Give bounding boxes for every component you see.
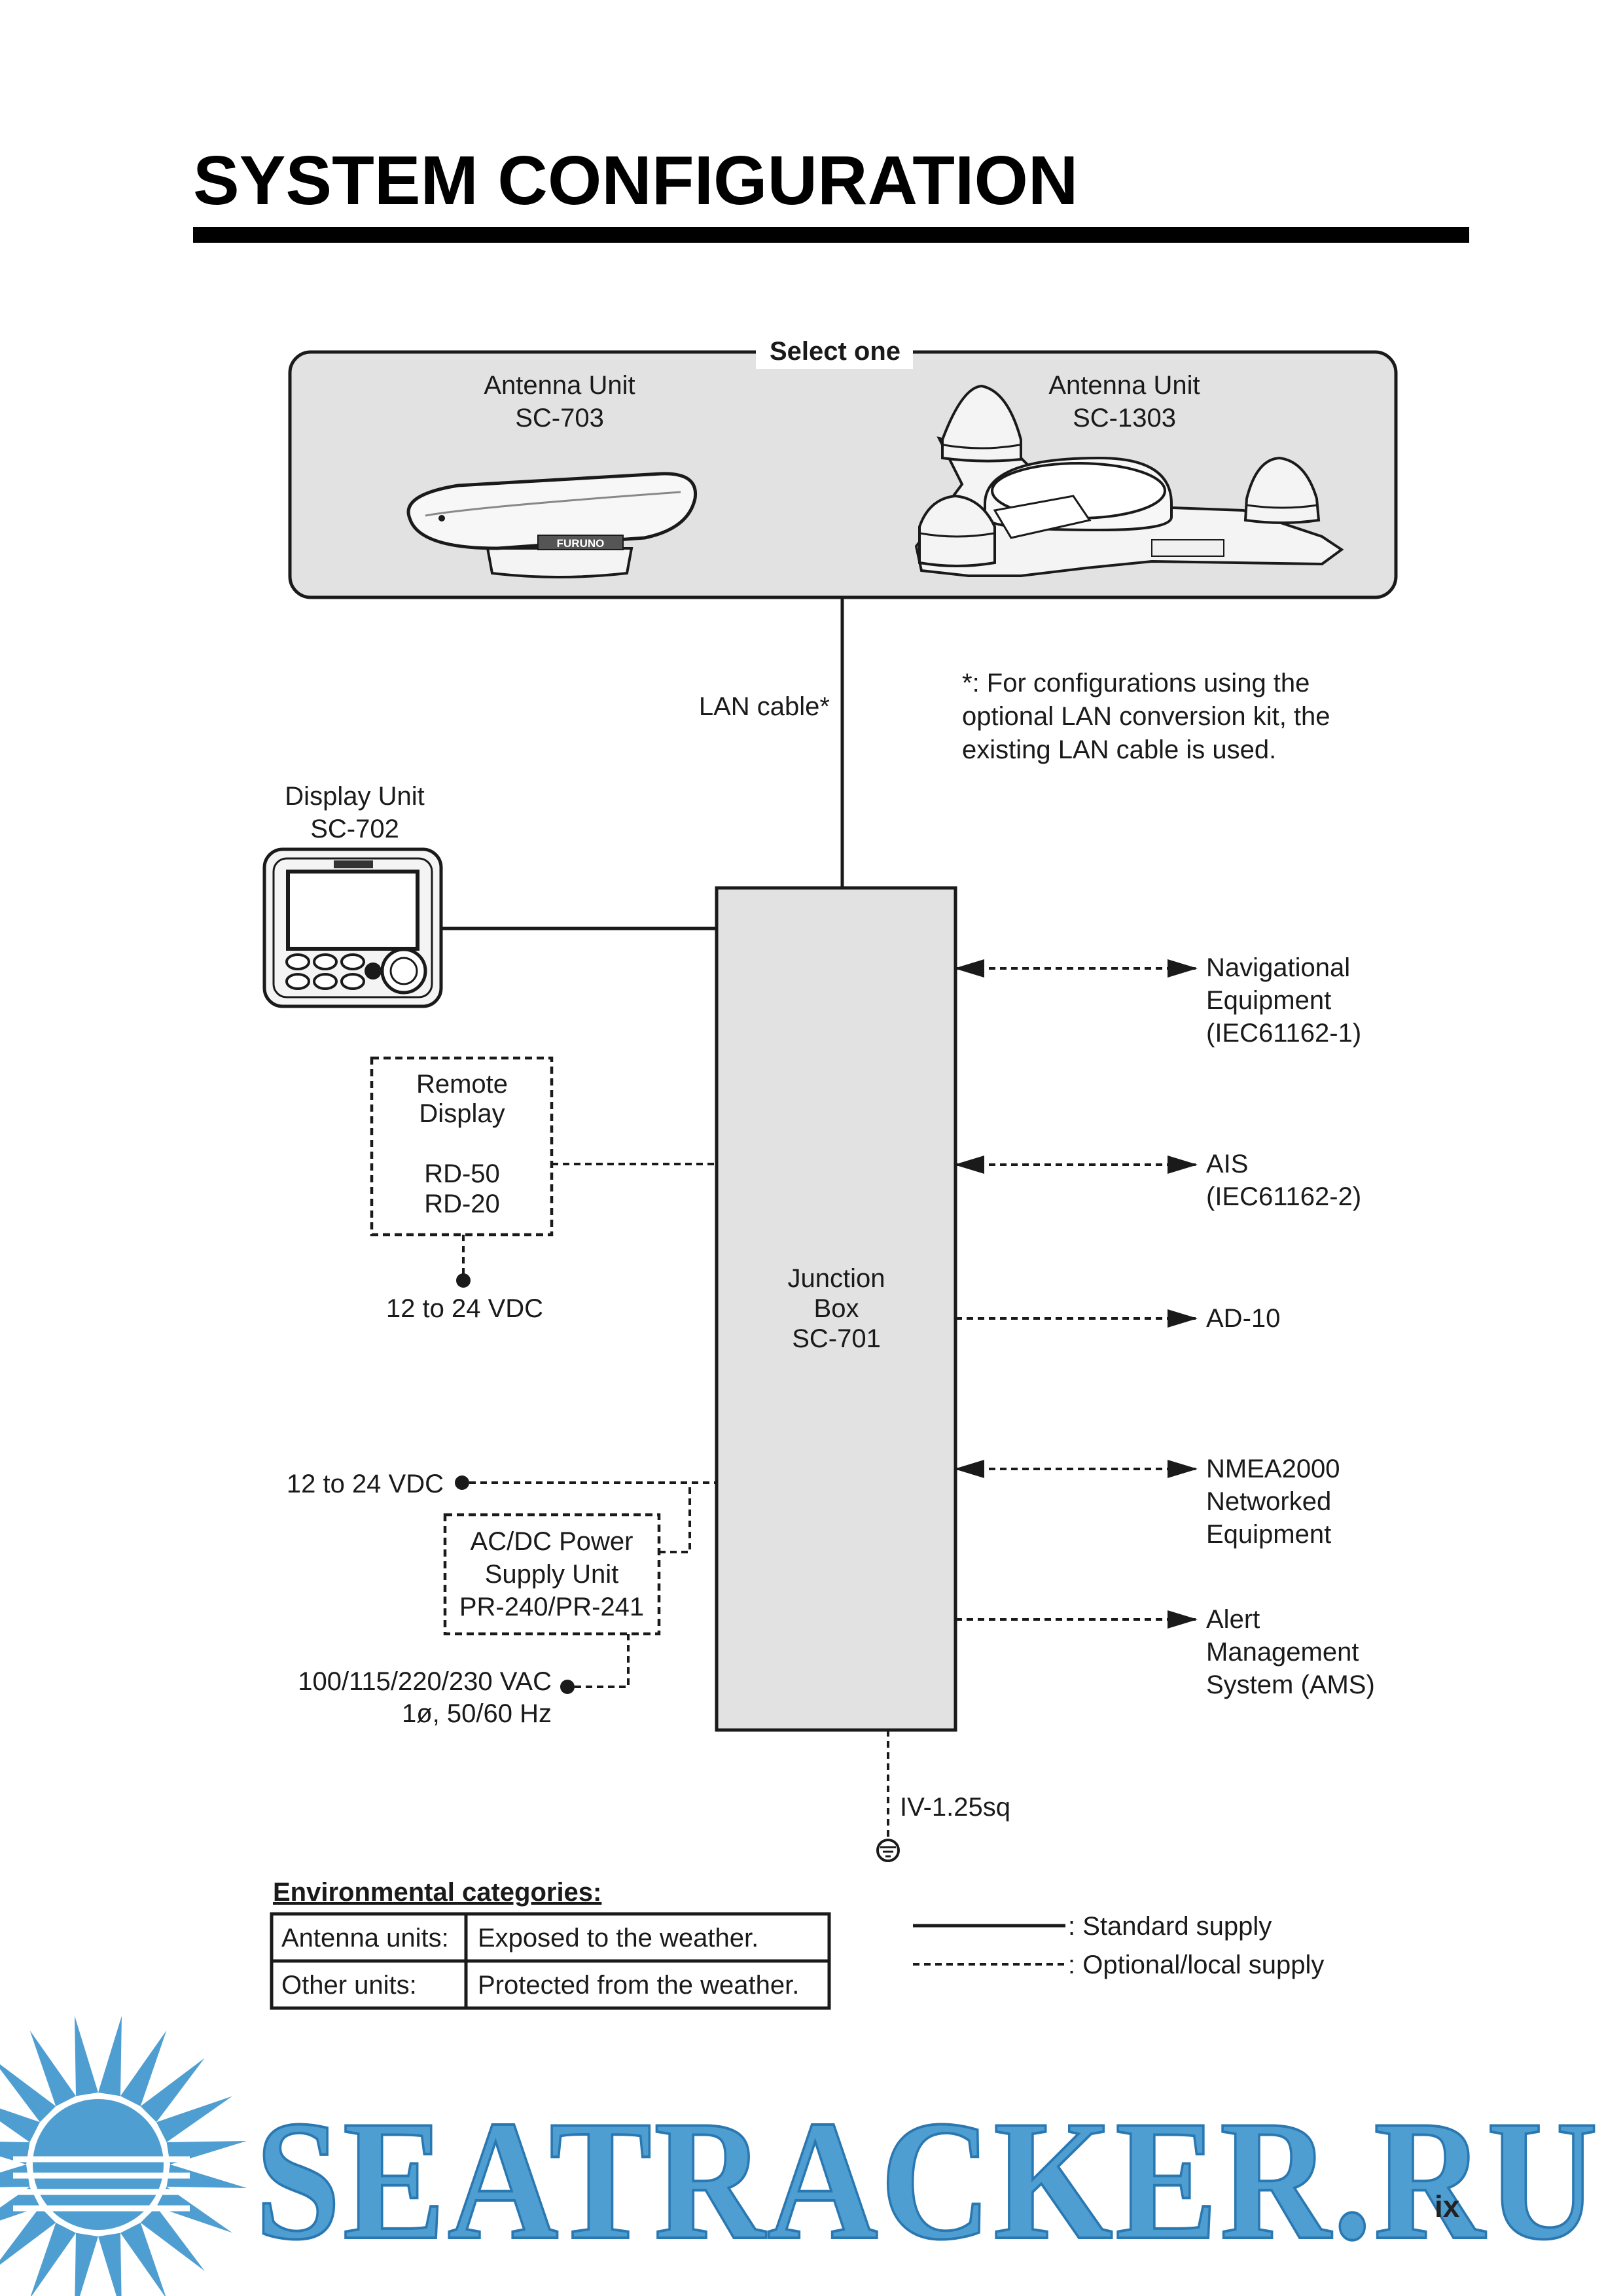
psu-line-3: PR-240/PR-241 [459, 1593, 644, 1621]
environment-row-2-value: Protected from the weather. [478, 1971, 799, 2000]
remote-display-power-terminal [456, 1273, 471, 1288]
equipment-1-label-line-2: Equipment [1206, 986, 1331, 1015]
lan-note-line-1: *: For configurations using the [962, 669, 1310, 698]
antenna-sc703-model: SC-703 [515, 404, 604, 433]
psu-box [443, 1513, 661, 1636]
ac-power-terminal [560, 1680, 575, 1694]
equipment-2-label-line-1: AIS [1206, 1150, 1248, 1178]
psu-line-2: Supply Unit [485, 1560, 619, 1589]
antenna-sc1303-illustration [914, 384, 1344, 577]
equipment-1-label-line-3: (IEC61162-1) [1206, 1019, 1361, 1048]
select-one-label-bg [756, 335, 913, 369]
dc-power-terminal [455, 1475, 469, 1490]
junction-box-line-3: SC-701 [792, 1324, 881, 1353]
watermark-text: SEATRACKER.RU [255, 2085, 1600, 2275]
lan-note-line-2: optional LAN conversion kit, the [962, 702, 1330, 731]
display-unit-illustration [262, 847, 443, 1008]
ac-power-line [575, 1634, 630, 1688]
sun-logo-icon [0, 2015, 247, 2296]
remote-display-line-3: RD-50 [424, 1159, 500, 1188]
junction-box-line-1: Junction [788, 1264, 885, 1293]
antenna-logo: FURUNO [557, 537, 605, 550]
equipment-1-label-line-1: Navigational [1206, 953, 1350, 982]
remote-display-line-4: RD-20 [424, 1190, 500, 1218]
ground-label: IV-1.25sq [900, 1793, 1010, 1822]
remote-display-line-1: Remote [416, 1070, 508, 1099]
psu-output-line [659, 1483, 691, 1553]
remote-display-box [370, 1056, 554, 1237]
equipment-4-label-line-1: NMEA2000 [1206, 1455, 1340, 1483]
legend-optional-label: : Optional/local supply [1068, 1951, 1324, 1979]
lan-cable-label: LAN cable* [699, 692, 830, 721]
equipment-3-label-line-1: AD-10 [1206, 1304, 1280, 1333]
display-unit-name: Display Unit [285, 782, 424, 811]
environment-row-1-value: Exposed to the weather. [478, 1924, 758, 1952]
junction-box [715, 886, 957, 1732]
environment-heading: Environmental categories: [273, 1878, 601, 1907]
ac-power-label-2: 1ø, 50/60 Hz [402, 1699, 552, 1728]
legend-standard-label: : Standard supply [1068, 1912, 1272, 1941]
environment-table [270, 1912, 831, 2010]
lan-note-line-3: existing LAN cable is used. [962, 735, 1276, 764]
title-rule [193, 227, 1469, 243]
environment-row-1-category: Antenna units: [281, 1924, 449, 1952]
junction-box-line-2: Box [814, 1294, 859, 1323]
equipment-5-label-line-1: Alert [1206, 1605, 1260, 1634]
equipment-5-label-line-3: System (AMS) [1206, 1670, 1375, 1699]
equipment-4-label-line-2: Networked [1206, 1487, 1331, 1516]
select-one-label: Select one [770, 337, 901, 366]
page-number: ix [1435, 2189, 1460, 2223]
ac-power-label-1: 100/115/220/230 VAC [298, 1667, 552, 1696]
equipment-5-label-line-2: Management [1206, 1638, 1359, 1667]
antenna-sc703-name: Antenna Unit [484, 371, 635, 400]
dc-power-label: 12 to 24 VDC [287, 1470, 444, 1498]
page-title: SYSTEM CONFIGURATION [193, 142, 1078, 219]
display-unit-model: SC-702 [310, 815, 399, 843]
antenna-sc703-illustration: FURUNO [406, 472, 698, 578]
antenna-sc1303-name: Antenna Unit [1048, 371, 1200, 400]
psu-line-1: AC/DC Power [471, 1527, 633, 1556]
equipment-2-label-line-2: (IEC61162-2) [1206, 1182, 1361, 1211]
environment-row-2-category: Other units: [281, 1971, 417, 2000]
remote-display-power-label: 12 to 24 VDC [386, 1294, 543, 1323]
equipment-4-label-line-3: Equipment [1206, 1520, 1331, 1549]
ground-icon [876, 1839, 900, 1862]
antenna-sc1303-model: SC-1303 [1073, 404, 1176, 433]
remote-display-line-2: Display [419, 1099, 505, 1128]
